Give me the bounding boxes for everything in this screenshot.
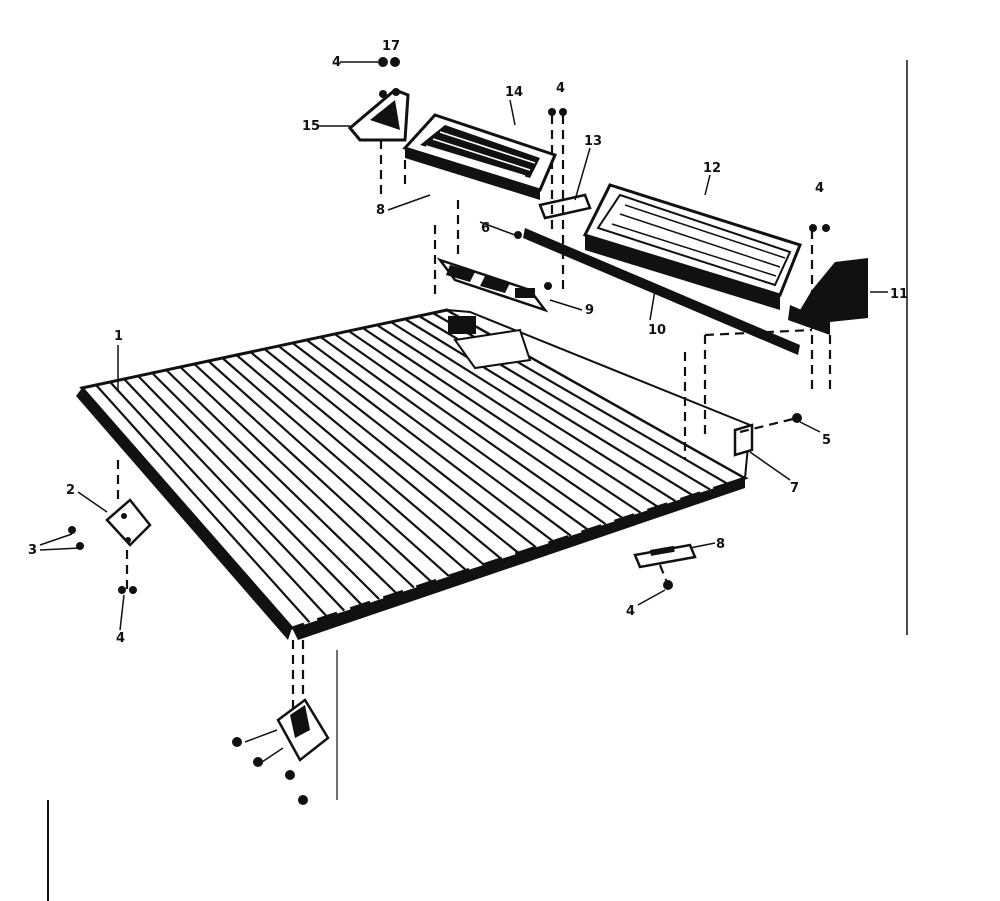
shelf-slat <box>263 348 520 554</box>
callout-4-top: 4 <box>332 55 341 70</box>
callout-8-left: 8 <box>376 203 385 218</box>
callout-15: 15 <box>302 119 320 134</box>
shelf-slat <box>249 351 502 560</box>
shelf-slat <box>291 342 555 543</box>
callout-6: 6 <box>481 221 490 236</box>
rail-end-cap <box>733 423 754 457</box>
shelf-slat <box>165 369 398 595</box>
callout-4-mid: 4 <box>556 81 565 96</box>
notch-clip <box>448 316 476 334</box>
shelf-slat <box>277 345 537 549</box>
callout-13: 13 <box>584 134 602 149</box>
end-cap-block <box>788 258 868 335</box>
hinge-bracket <box>347 88 410 142</box>
callout-14: 14 <box>505 85 523 100</box>
shelf-slat <box>151 372 380 600</box>
shelf-slat <box>221 357 467 572</box>
callout-9: 9 <box>585 303 594 318</box>
shelf-slat <box>362 327 642 514</box>
shelf-slat <box>320 336 589 531</box>
shelf-slat <box>348 330 624 520</box>
screw-icons <box>68 57 830 805</box>
leader-lines <box>39 61 888 763</box>
callout-17: 17 <box>382 39 400 54</box>
callout-2: 2 <box>66 483 75 498</box>
shelf-slat <box>137 375 363 606</box>
left-bracket <box>105 498 152 547</box>
callout-5: 5 <box>822 433 831 448</box>
callout-10: 10 <box>648 323 666 338</box>
assembly-guide-lines <box>116 115 832 710</box>
long-rod <box>523 228 800 355</box>
trim-tray-left <box>402 113 558 200</box>
callout-1: 1 <box>114 329 123 344</box>
trim-tray-right <box>582 183 802 310</box>
bottom-bracket <box>276 698 330 762</box>
callout-12: 12 <box>703 161 721 176</box>
callout-labels: 1 2 3 4 17 15 14 4 13 12 4 11 8 6 9 10 5… <box>28 39 908 646</box>
shelf-slat <box>123 378 346 612</box>
shelf-notch <box>453 328 532 370</box>
shelf-slat <box>193 363 433 583</box>
callout-4-right: 4 <box>815 181 824 196</box>
shelf-slat <box>95 384 311 623</box>
callout-4-bottom: 4 <box>626 604 635 619</box>
shelf-slat <box>376 324 659 508</box>
shelf-slat <box>207 360 450 577</box>
grooved-mount-plate <box>436 257 549 313</box>
shelf-slat <box>235 354 485 566</box>
callout-7: 7 <box>790 481 799 496</box>
callout-11: 11 <box>890 287 908 302</box>
callout-3: 3 <box>28 543 37 558</box>
shelf-slat <box>334 333 607 526</box>
shelf-slat <box>390 321 676 503</box>
callout-4-left: 4 <box>116 631 125 646</box>
shelf-front-edge <box>292 478 745 640</box>
small-clip <box>538 193 592 220</box>
shelf-slat <box>305 339 572 537</box>
shelf-left-edge <box>76 388 292 640</box>
callout-8-bottom: 8 <box>716 537 725 552</box>
plate-slot <box>650 545 675 556</box>
shelf-slat <box>179 366 415 589</box>
shelf-slats <box>95 312 729 623</box>
shelf-slat <box>109 381 328 618</box>
shelf-slat <box>404 318 694 497</box>
shelf-panel <box>76 308 754 640</box>
